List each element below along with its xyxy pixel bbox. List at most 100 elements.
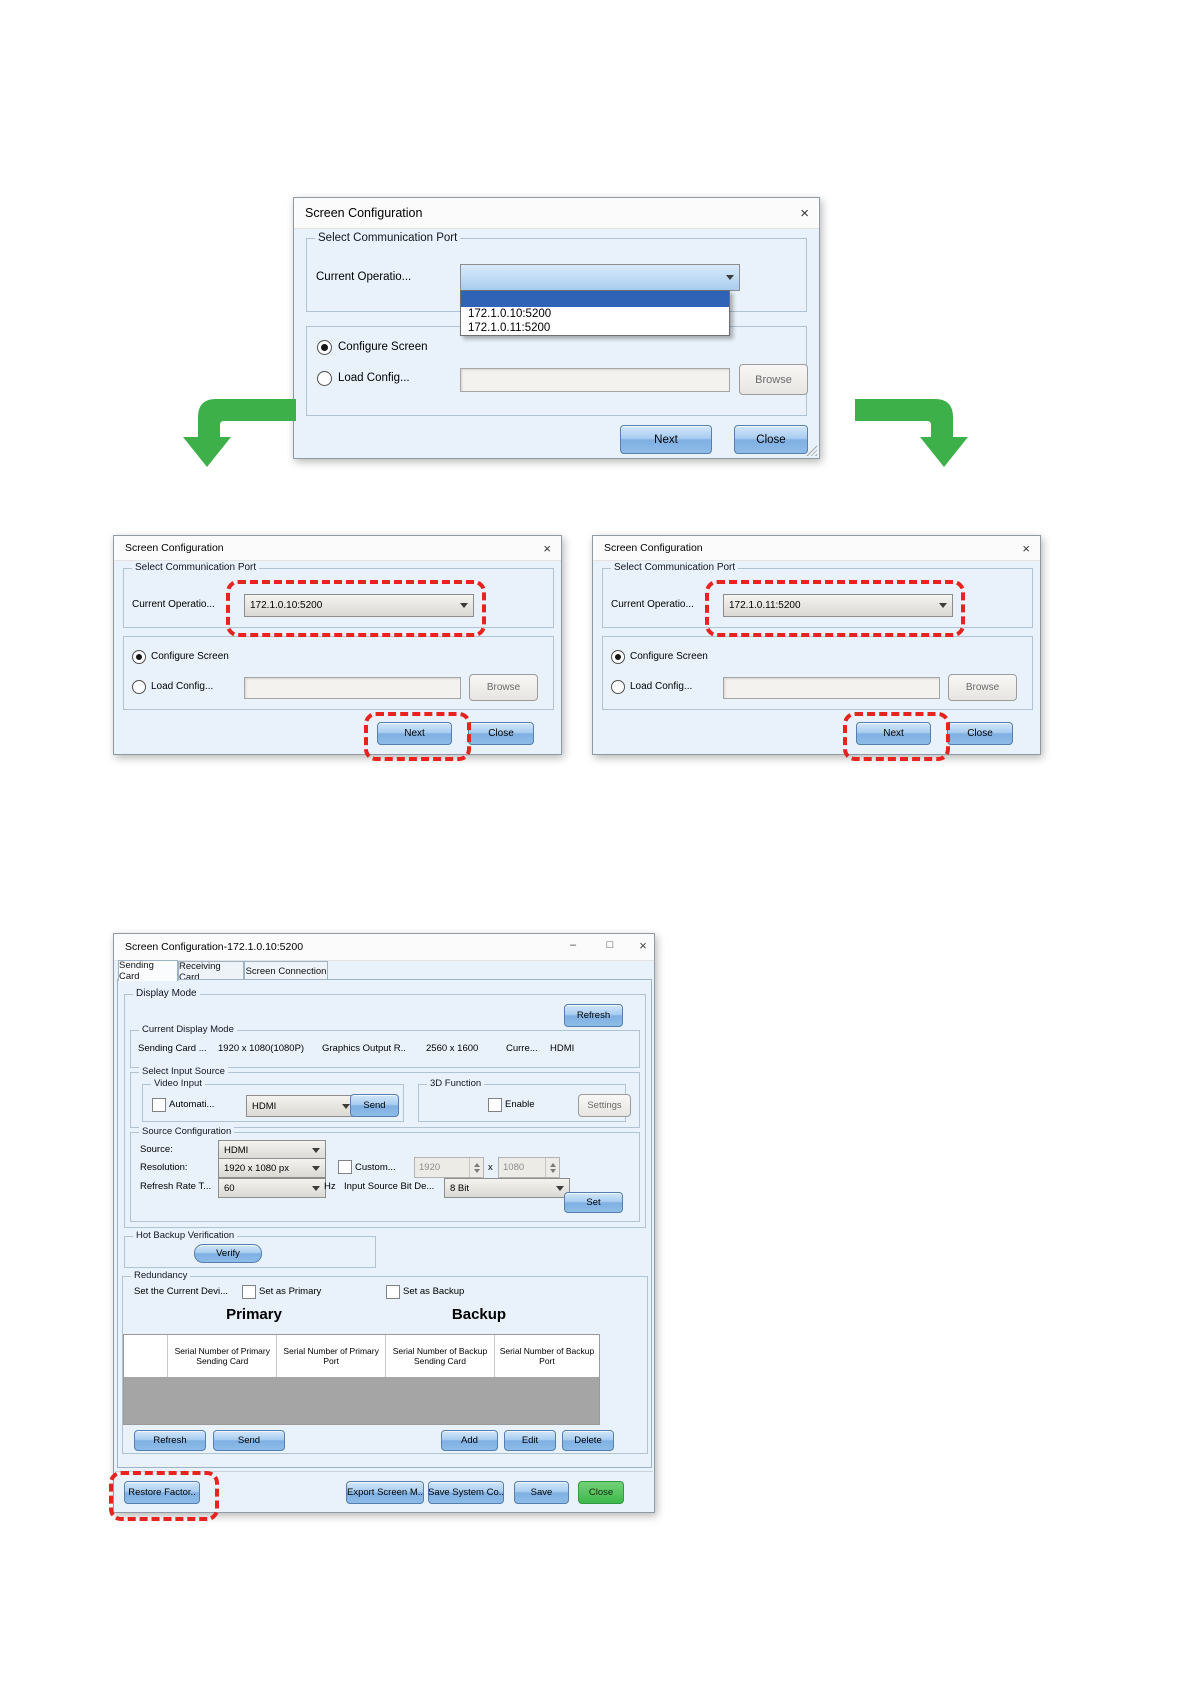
- graphics-output-label: Graphics Output R..: [322, 1043, 406, 1054]
- redundancy-table-header: Serial Number of Primary Sending Card Se…: [123, 1334, 600, 1378]
- highlight-next-button: [843, 712, 950, 761]
- edit-button[interactable]: Edit: [504, 1430, 556, 1451]
- tab-receiving-card[interactable]: Receiving Card: [178, 961, 244, 983]
- 3d-enable-checkbox[interactable]: [488, 1098, 502, 1112]
- load-config-radio[interactable]: [317, 371, 332, 386]
- next-button[interactable]: Next: [620, 425, 712, 454]
- close-button[interactable]: Close: [578, 1481, 624, 1504]
- 3d-settings-button[interactable]: Settings: [578, 1094, 631, 1117]
- redundancy-refresh-button[interactable]: Refresh: [134, 1430, 206, 1451]
- title-bar[interactable]: Screen Configuration ×: [593, 536, 1040, 561]
- browse-button[interactable]: Browse: [948, 674, 1017, 701]
- communication-port-select[interactable]: 172.1.0.11:5200: [723, 594, 953, 617]
- dropdown-item-port-11[interactable]: 172.1.0.11:5200: [468, 322, 551, 334]
- communication-port-select[interactable]: [460, 264, 740, 291]
- close-icon[interactable]: ×: [1022, 540, 1030, 556]
- current-operation-label: Current Operatio...: [611, 599, 694, 610]
- browse-button[interactable]: Browse: [469, 674, 538, 701]
- group-title: Select Communication Port: [315, 232, 461, 244]
- backup-column-header: Backup: [451, 1306, 507, 1323]
- save-system-button[interactable]: Save System Co..: [428, 1481, 504, 1504]
- bit-depth-select[interactable]: 8 Bit: [444, 1178, 570, 1198]
- stepper-arrows-icon[interactable]: [545, 1158, 559, 1177]
- custom-width-stepper[interactable]: 1920: [414, 1157, 484, 1178]
- close-button[interactable]: Close: [947, 722, 1013, 745]
- title-bar[interactable]: Screen Configuration-172.1.0.10:5200: [114, 934, 654, 961]
- configure-screen-radio[interactable]: [317, 340, 332, 355]
- browse-button[interactable]: Browse: [739, 364, 808, 395]
- restore-factory-button[interactable]: Restore Factor..: [124, 1481, 200, 1504]
- set-as-primary-label: Set as Primary: [259, 1286, 322, 1297]
- set-as-backup-checkbox[interactable]: [386, 1285, 400, 1299]
- delete-button[interactable]: Delete: [562, 1430, 614, 1451]
- communication-port-select[interactable]: 172.1.0.10:5200: [244, 594, 474, 617]
- refresh-rate-select[interactable]: 60: [218, 1178, 326, 1198]
- highlight-next-button: [364, 712, 471, 761]
- close-icon[interactable]: ×: [800, 204, 809, 222]
- export-screen-button[interactable]: Export Screen M..: [346, 1481, 424, 1504]
- set-button[interactable]: Set: [564, 1192, 623, 1213]
- primary-column-header: Primary: [226, 1306, 282, 1323]
- next-button[interactable]: Next: [377, 722, 452, 745]
- chevron-down-icon: [312, 1165, 320, 1171]
- maximize-icon[interactable]: □: [606, 939, 614, 951]
- set-as-primary-checkbox[interactable]: [242, 1285, 256, 1299]
- redundancy-table-body[interactable]: [123, 1377, 600, 1425]
- title-bar[interactable]: Screen Configuration ×: [114, 536, 561, 561]
- load-config-radio[interactable]: [611, 680, 625, 694]
- set-current-device-label: Set the Current Devi...: [134, 1286, 228, 1297]
- resolution-select[interactable]: 1920 x 1080 px: [218, 1158, 326, 1178]
- config-file-input[interactable]: [723, 677, 940, 699]
- dropdown-item-port-10[interactable]: 172.1.0.10:5200: [468, 308, 552, 320]
- next-button[interactable]: Next: [856, 722, 931, 745]
- tab-sending-card[interactable]: Sending Card: [118, 960, 178, 982]
- screen-config-main-dialog: Screen Configuration-172.1.0.10:5200 – □…: [109, 933, 655, 1521]
- custom-height-stepper[interactable]: 1080: [498, 1157, 560, 1178]
- source-value: HDMI: [224, 1144, 249, 1156]
- tab-screen-connection[interactable]: Screen Connection: [244, 961, 328, 981]
- chevron-down-icon: [556, 1185, 564, 1191]
- backup-port-header: Serial Number of Backup Port: [499, 1345, 595, 1366]
- screen-config-dialog-port10: Screen Configuration × Select Communicat…: [113, 535, 562, 761]
- resize-grip[interactable]: [806, 445, 817, 456]
- custom-resolution-checkbox[interactable]: [338, 1160, 352, 1174]
- dropdown-item-blank[interactable]: [461, 291, 729, 307]
- select-communication-port-group: Select Communication Port: [602, 562, 1033, 628]
- verify-button[interactable]: Verify: [194, 1244, 262, 1263]
- load-config-radio[interactable]: [132, 680, 146, 694]
- highlight-port-select: [226, 580, 486, 637]
- custom-height-value: 1080: [503, 1162, 525, 1173]
- custom-resolution-label: Custom...: [355, 1162, 396, 1173]
- source-select[interactable]: HDMI: [218, 1140, 326, 1160]
- automatic-checkbox[interactable]: [152, 1098, 166, 1112]
- close-icon[interactable]: ×: [639, 938, 647, 953]
- stepper-arrows-icon[interactable]: [469, 1158, 483, 1177]
- automatic-label: Automati...: [169, 1099, 215, 1110]
- config-file-input[interactable]: [460, 368, 730, 392]
- send-button[interactable]: Send: [350, 1094, 399, 1117]
- chevron-down-icon: [312, 1147, 320, 1153]
- display-mode-group: Display Mode: [124, 988, 646, 1228]
- sending-card-resolution-label: Sending Card ...: [138, 1043, 207, 1054]
- select-input-source-group: Select Input Source: [130, 1066, 640, 1128]
- screen-config-dialog-top: Screen Configuration × Select Communicat…: [293, 197, 820, 459]
- multiply-label: x: [488, 1162, 493, 1173]
- minimize-icon[interactable]: –: [569, 939, 577, 951]
- 3d-enable-label: Enable: [505, 1099, 535, 1110]
- dialog-title: Screen Configuration: [305, 206, 423, 220]
- bit-depth-label: Input Source Bit De...: [344, 1181, 435, 1192]
- configure-screen-radio[interactable]: [611, 650, 625, 664]
- refresh-button[interactable]: Refresh: [564, 1004, 623, 1027]
- video-input-select[interactable]: HDMI: [246, 1095, 356, 1117]
- save-button[interactable]: Save: [514, 1481, 569, 1504]
- add-button[interactable]: Add: [441, 1430, 498, 1451]
- close-button[interactable]: Close: [468, 722, 534, 745]
- close-icon[interactable]: ×: [543, 540, 551, 556]
- port-dropdown-list: 172.1.0.10:5200 172.1.0.11:5200: [460, 290, 730, 336]
- title-bar[interactable]: Screen Configuration ×: [294, 198, 819, 229]
- close-button[interactable]: Close: [734, 425, 808, 454]
- redundancy-send-button[interactable]: Send: [213, 1430, 285, 1451]
- set-as-backup-label: Set as Backup: [403, 1286, 465, 1297]
- config-file-input[interactable]: [244, 677, 461, 699]
- configure-screen-radio[interactable]: [132, 650, 146, 664]
